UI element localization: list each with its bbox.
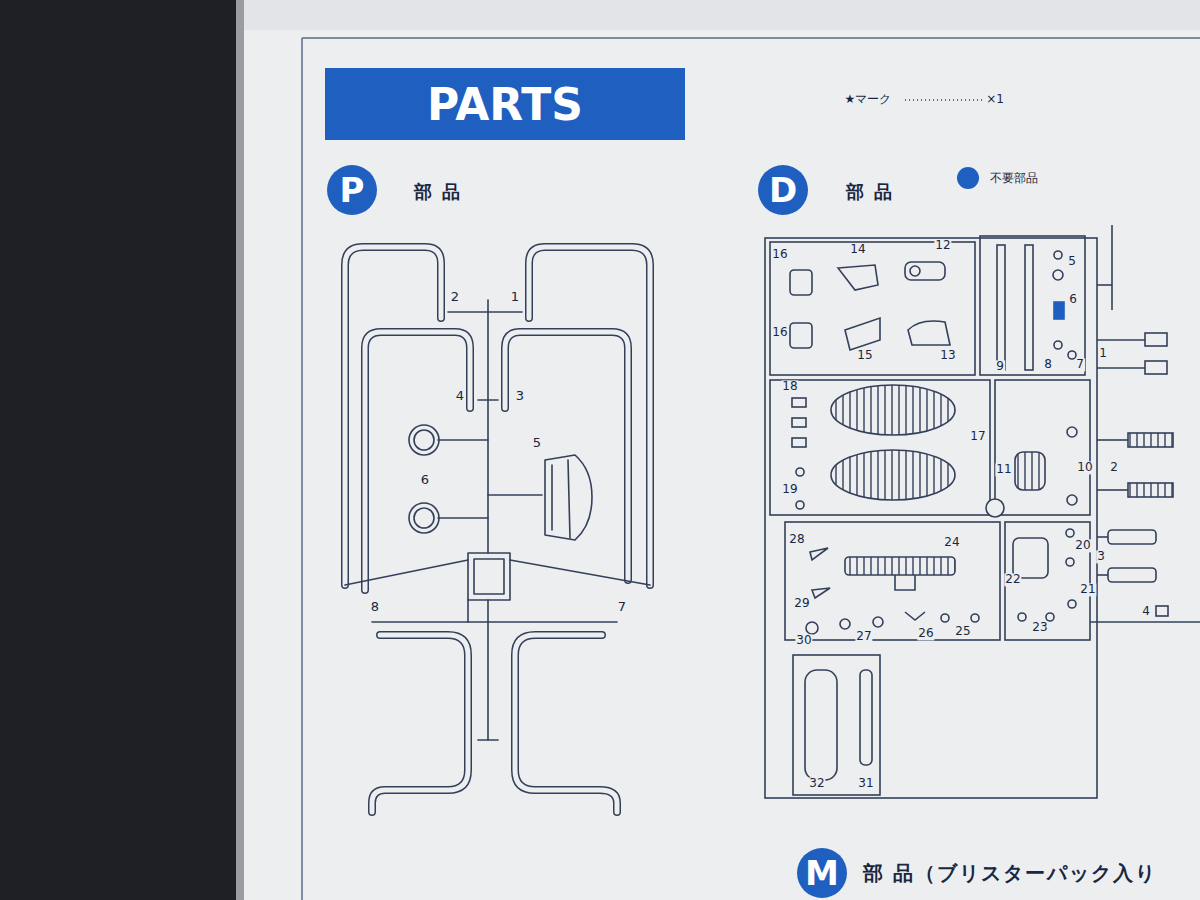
legend-swatch (957, 167, 979, 189)
node-text: M (805, 853, 839, 893)
callout-number: 4 (455, 389, 465, 403)
sprue-letter-circle: D (758, 165, 808, 215)
note: ×1 (985, 93, 1005, 106)
callout-number: 2 (1109, 461, 1119, 474)
callout-number: 22 (1004, 573, 1021, 586)
callout-number: 3 (1096, 550, 1106, 563)
callout-number: 12 (934, 239, 951, 252)
callout-number: 8 (1043, 358, 1053, 371)
callout-number: 8 (370, 600, 380, 614)
callout-number: 23 (1031, 621, 1048, 634)
callout-number: 15 (856, 349, 873, 362)
callout-number: 7 (1075, 358, 1085, 371)
callout-number: 3 (515, 389, 525, 403)
callout-number: 25 (954, 625, 971, 638)
section-heading: 部 品 (845, 182, 895, 202)
node-text: P (340, 170, 365, 210)
callout-number: 7 (617, 600, 627, 614)
callout-number: 1 (1098, 347, 1108, 360)
callout-number: 29 (793, 597, 810, 610)
callout-number: 17 (969, 430, 986, 443)
callout-number: 1 (510, 290, 520, 304)
callout-number: 11 (995, 463, 1012, 476)
callout-number: 30 (795, 634, 812, 647)
title-band: PARTS (325, 68, 685, 140)
callout-number: 24 (943, 536, 960, 549)
callout-number: 14 (849, 243, 866, 256)
sprue-letter-circle: P (327, 165, 377, 215)
legend-text: 不要部品 (990, 170, 1038, 187)
node-text: PARTS (427, 79, 583, 130)
callout-number: 20 (1074, 539, 1091, 552)
callout-number: 2 (450, 290, 460, 304)
callout-number: 28 (788, 533, 805, 546)
callout-number: 16 (771, 248, 788, 261)
node-text: D (769, 170, 797, 210)
callout-number: 16 (771, 326, 788, 339)
callout-number: 5 (1067, 255, 1077, 268)
callout-number: 5 (532, 436, 542, 450)
callout-number: 13 (939, 349, 956, 362)
note: ★マーク (844, 93, 893, 106)
section-heading: 部 品（ブリスターパック入り (862, 862, 1159, 884)
callout-number: 6 (420, 473, 430, 487)
callout-number: 32 (808, 777, 825, 790)
callout-number: 26 (917, 627, 934, 640)
callout-number: 31 (857, 777, 874, 790)
section-heading: 部 品 (413, 182, 463, 202)
callout-number: 10 (1076, 461, 1093, 474)
callout-number: 9 (995, 360, 1005, 373)
callout-number: 6 (1068, 293, 1078, 306)
callout-number: 18 (781, 380, 798, 393)
callout-number: 27 (855, 630, 872, 643)
callout-number: 21 (1079, 583, 1096, 596)
sprue-letter-circle: M (797, 848, 847, 898)
callout-number: 4 (1141, 605, 1151, 618)
callout-number: 19 (781, 483, 798, 496)
